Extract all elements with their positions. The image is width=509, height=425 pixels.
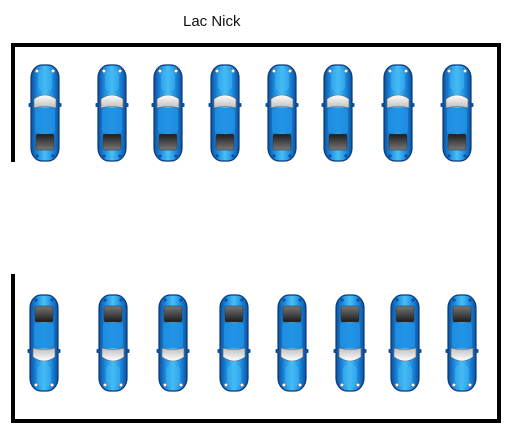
bottom-row-cars — [27, 294, 479, 392]
top-row-car-4 — [208, 64, 242, 162]
bottom-row-car-7 — [388, 294, 422, 392]
top-row-car-1 — [28, 64, 62, 162]
lot-title: Lac Nick — [183, 13, 241, 30]
bottom-row-car-1 — [27, 294, 61, 392]
top-row-car-8 — [440, 64, 474, 162]
lot-wall — [11, 43, 501, 423]
top-row-cars — [28, 64, 474, 162]
bottom-row-car-4 — [217, 294, 251, 392]
bottom-row-car-2 — [96, 294, 130, 392]
bottom-row-car-8 — [445, 294, 479, 392]
top-row-car-6 — [321, 64, 355, 162]
bottom-row-car-5 — [275, 294, 309, 392]
lot-border — [11, 43, 501, 423]
top-row-car-7 — [381, 64, 415, 162]
top-row-car-3 — [151, 64, 185, 162]
bottom-row-car-3 — [156, 294, 190, 392]
top-row-car-5 — [265, 64, 299, 162]
top-row-car-2 — [95, 64, 129, 162]
bottom-row-car-6 — [333, 294, 367, 392]
